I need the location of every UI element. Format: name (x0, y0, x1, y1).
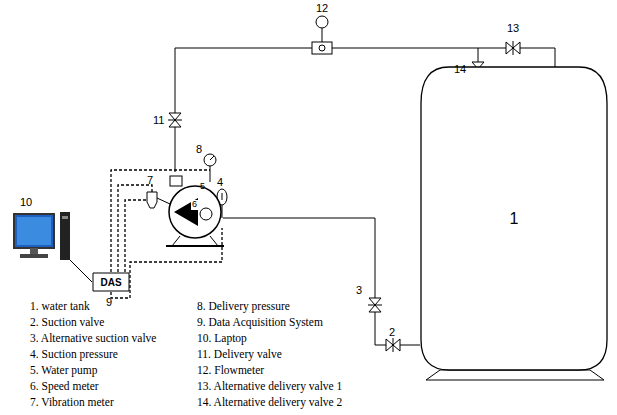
suction-valve (386, 338, 400, 352)
callout-number: 13 (507, 22, 519, 34)
node-text: 1 (510, 210, 519, 228)
callout-number: 14 (454, 63, 466, 75)
alt-suction-valve (368, 298, 382, 312)
callout-number: 9 (106, 296, 112, 308)
legend-line: 4. Suction pressure (30, 348, 118, 361)
legend-line: 5. Water pump (30, 364, 98, 377)
legend-line: 2. Suction valve (30, 316, 104, 329)
tank-base (426, 370, 604, 380)
callout-number: 5 (200, 182, 205, 192)
flowmeter-symbol (312, 16, 332, 54)
legend-line: 10. Laptop (197, 332, 247, 345)
callout-number: 10 (20, 196, 32, 208)
water-tank: 1 (420, 66, 608, 371)
callout-number: 2 (389, 326, 395, 338)
callout-number: 12 (316, 2, 328, 14)
legend-line: 12. Flowmeter (197, 364, 264, 377)
delivery-gauge (204, 154, 216, 182)
legend-line: 8. Delivery pressure (197, 300, 290, 313)
das-box: DAS (92, 272, 130, 292)
legend-line: 7. Vibration meter (30, 396, 114, 409)
delivery-valve (168, 113, 182, 127)
legend-line: 13. Alternative delivery valve 1 (197, 380, 342, 393)
water-pump (166, 176, 224, 246)
legend-line: 9. Data Acquisition System (197, 316, 323, 329)
callout-number: 11 (153, 114, 164, 126)
laptop-computer (14, 212, 92, 282)
callout-number: 7 (147, 174, 153, 186)
node-text: DAS (100, 277, 121, 288)
legend-line: 14. Alternative delivery valve 2 (197, 396, 342, 409)
legend-line: 6. Speed meter (30, 380, 99, 393)
callout-number: 4 (217, 176, 223, 188)
callout-number: 3 (356, 284, 362, 296)
alt-delivery-valve-1 (506, 41, 520, 55)
legend-line: 3. Alternative suction valve (30, 332, 156, 345)
callout-number: 8 (196, 143, 202, 155)
vibration-meter (147, 192, 170, 208)
callout-number: 6 (191, 200, 198, 210)
legend-line: 1. water tank (30, 300, 90, 313)
legend-line: 11. Delivery valve (197, 348, 282, 361)
